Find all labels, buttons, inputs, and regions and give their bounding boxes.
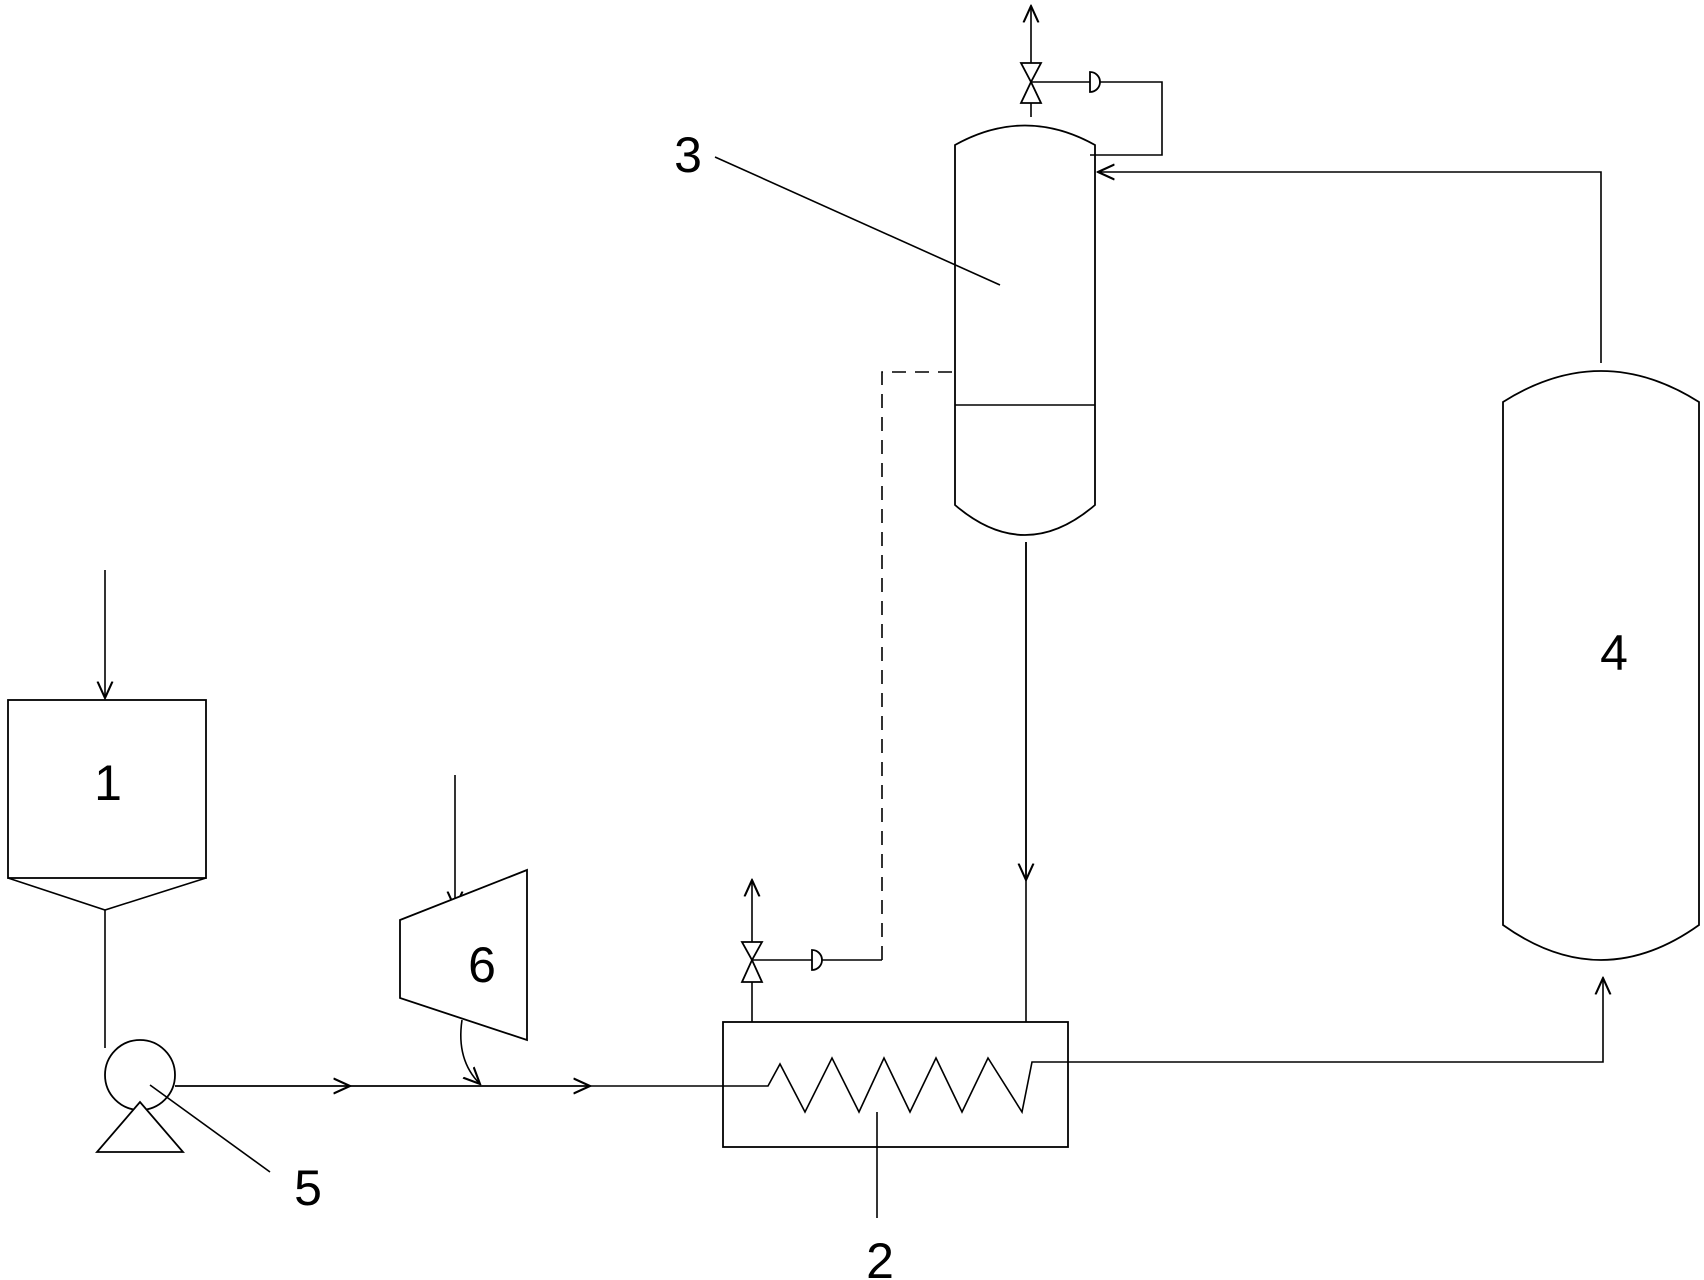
- hopper-cone: [7, 877, 207, 911]
- separator-pressure-signal: [1090, 81, 1163, 156]
- reactor-to-separator-line: [1098, 172, 1602, 363]
- heater-label: 2: [866, 1233, 894, 1280]
- separator-vent-valve: [1019, 6, 1163, 156]
- heater-valve-actuator: [811, 949, 823, 971]
- separator-valve-lower: [1019, 79, 1043, 104]
- pump-leader-line: [149, 1084, 271, 1173]
- hopper: 1: [7, 570, 207, 911]
- compressor-label: 6: [468, 937, 496, 993]
- heater-coil: [723, 1056, 1160, 1115]
- compressor-outlet-arrow: [460, 1019, 480, 1084]
- pump-base: [95, 1100, 185, 1153]
- separator-valve-upper: [1019, 62, 1043, 84]
- heater: 2: [722, 1021, 1160, 1280]
- pump-casing: [104, 1039, 176, 1111]
- pump: 5: [95, 1039, 322, 1216]
- hopper-label: 1: [94, 755, 122, 811]
- heater-box: [722, 1021, 1069, 1148]
- pump-label: 5: [294, 1160, 322, 1216]
- compressor-body: [399, 868, 528, 1042]
- separator-valve-actuator: [1089, 71, 1101, 93]
- reactor-shell: [1502, 370, 1700, 961]
- compressor: 6: [399, 775, 528, 1084]
- separator-label: 3: [674, 127, 702, 183]
- hopper-body: [7, 699, 207, 879]
- heater-valve-upper: [740, 941, 764, 962]
- reactor-label: 4: [1600, 625, 1628, 681]
- separator-shell: [954, 124, 1096, 536]
- heater-vent-valve: [740, 880, 882, 1022]
- separator: 3: [674, 124, 1096, 536]
- heater-valve-lower: [740, 957, 764, 983]
- level-control-signal: [881, 371, 990, 960]
- reactor: 4: [1502, 370, 1700, 961]
- heater-to-reactor-line: [1160, 978, 1603, 1063]
- separator-leader-line: [714, 156, 1001, 286]
